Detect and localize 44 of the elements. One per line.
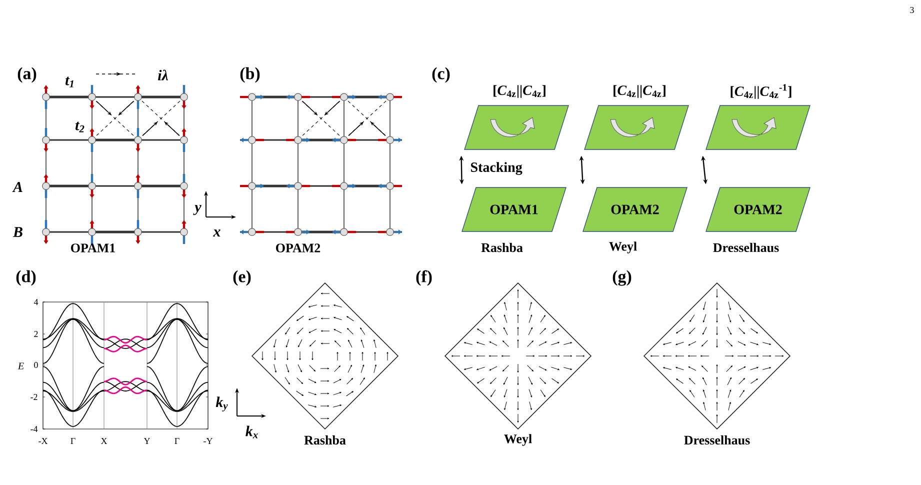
caption-text: Rashba bbox=[481, 242, 523, 252]
tick-label: Γ bbox=[174, 438, 180, 444]
panel-label: (e) bbox=[233, 270, 251, 286]
symmetry-label: [C$_{4z}$||C$_{4z}$] bbox=[494, 85, 546, 98]
caption-text: Dresselhaus bbox=[713, 242, 779, 252]
hopping-label: t$_{1}$ bbox=[66, 76, 74, 88]
sublattice-label: B bbox=[12, 227, 22, 237]
axis-label: E bbox=[18, 362, 24, 370]
axis-label: y bbox=[193, 204, 202, 216]
tick-label: -X bbox=[38, 438, 48, 444]
symmetry-label: [C$_{4z}$||C$_{4z}$] bbox=[614, 85, 666, 98]
lattice-caption: OPAM1 bbox=[71, 244, 115, 252]
tick-label: 0 bbox=[34, 362, 38, 368]
layer-plate: OPAM1 bbox=[462, 187, 566, 232]
panel-label: (g) bbox=[612, 270, 632, 286]
axis-label: k$_{x}$ bbox=[246, 426, 258, 438]
page-number: 3 bbox=[910, 6, 914, 14]
axis-label: k$_{y}$ bbox=[216, 396, 228, 412]
axis-label: x bbox=[213, 230, 220, 236]
lattice-caption: OPAM2 bbox=[276, 244, 320, 252]
tick-label: -4 bbox=[30, 426, 38, 432]
symmetry-label: [C$_{4z}$||C$_{4z}$$^{-1}$] bbox=[730, 84, 792, 99]
tick-label: 4 bbox=[34, 299, 38, 305]
tick-label: -2 bbox=[30, 394, 38, 400]
panel-label: (a) bbox=[18, 67, 36, 83]
tick-label: -Y bbox=[204, 438, 213, 444]
hopping-label: iλ bbox=[158, 70, 168, 80]
sublattice-label: A bbox=[12, 182, 22, 192]
caption-text: Weyl bbox=[609, 242, 637, 254]
panel-label: (b) bbox=[240, 67, 260, 83]
tick-label: Γ bbox=[70, 438, 76, 444]
layer-plate: OPAM2 bbox=[706, 187, 810, 232]
panel-label: (d) bbox=[16, 270, 36, 286]
field-caption: Rashba bbox=[304, 435, 346, 445]
edge-label: Stacking bbox=[471, 162, 522, 175]
panel-label: (c) bbox=[432, 67, 450, 83]
panel-label: (f) bbox=[416, 270, 432, 286]
layer-plate: OPAM2 bbox=[582, 187, 688, 232]
tick-label: X bbox=[100, 438, 108, 444]
field-caption: Dresselhaus bbox=[684, 435, 750, 445]
hopping-label: t$_{2}$ bbox=[76, 122, 84, 132]
field-caption: Weyl bbox=[504, 434, 532, 446]
tick-label: 2 bbox=[34, 331, 38, 337]
tick-label: Y bbox=[144, 438, 150, 444]
